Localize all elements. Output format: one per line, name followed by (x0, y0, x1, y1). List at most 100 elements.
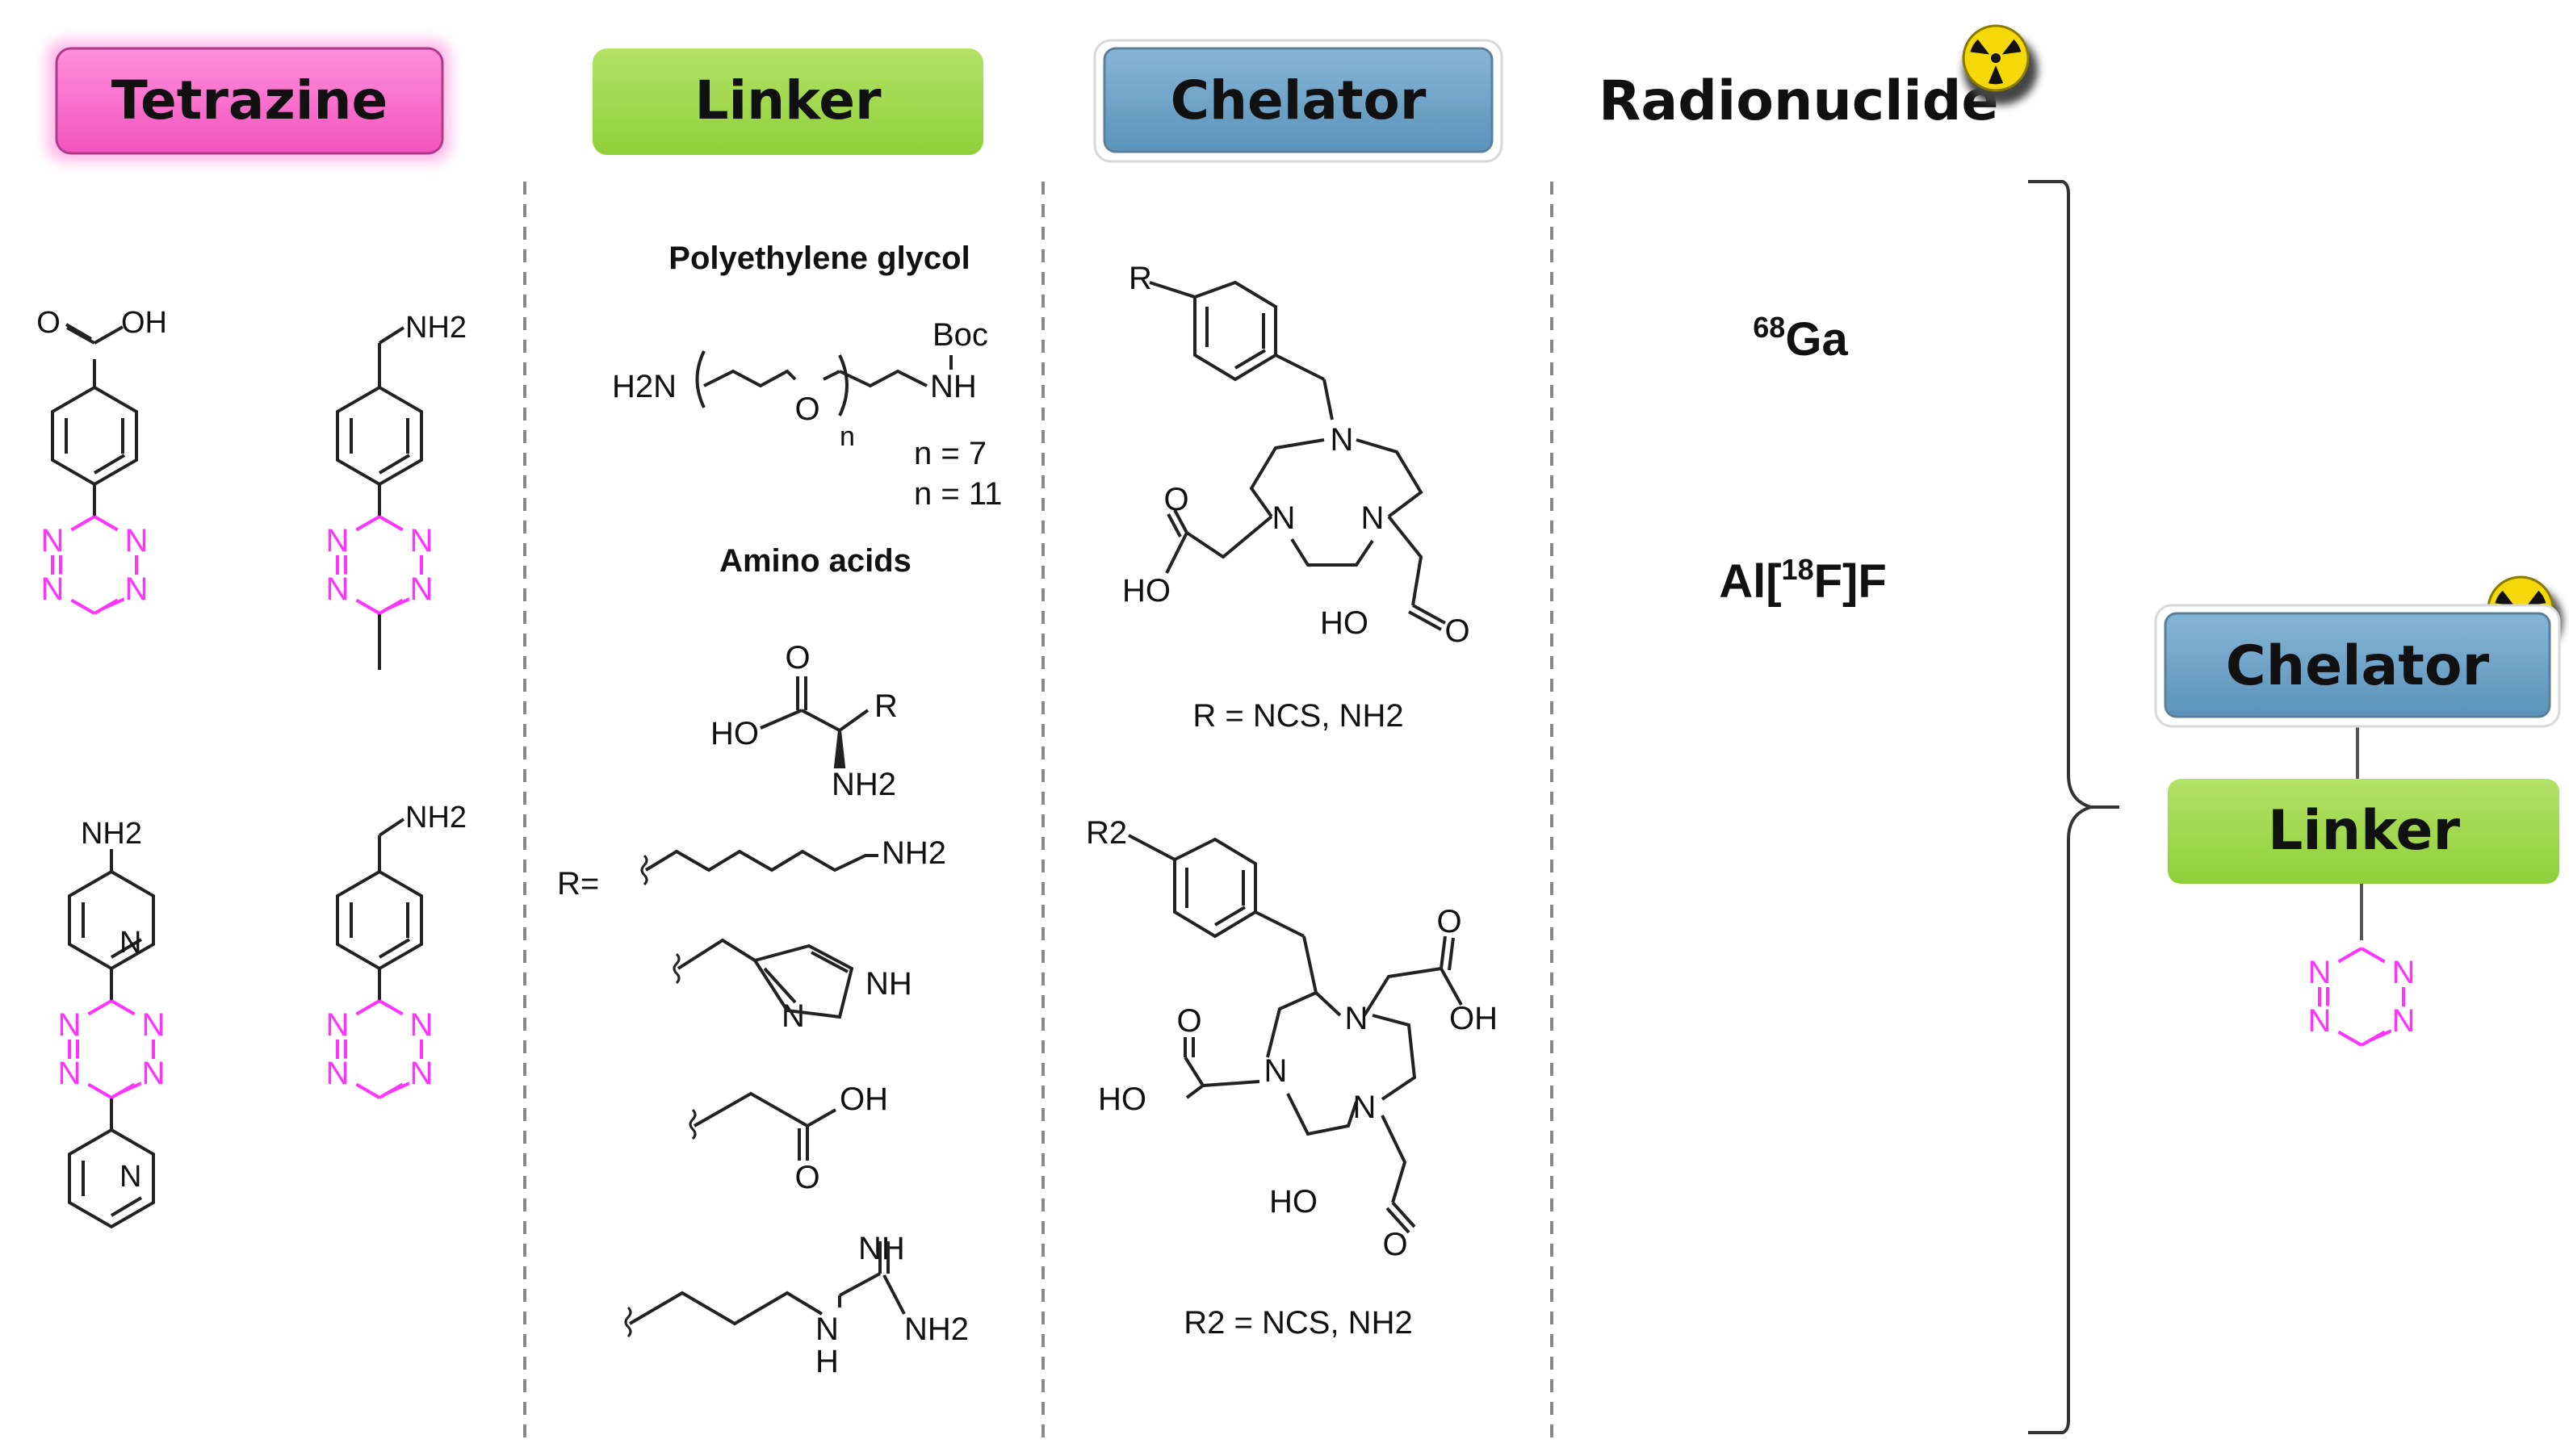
tetrazine-nitrogen-label: N (2308, 955, 2332, 990)
nota-o2: O (1444, 613, 1469, 649)
radionuclide-list: 68Ga Al[18F]F (1719, 311, 1887, 608)
tetrazine-header-label: Tetrazine (111, 69, 388, 132)
arg-n: N (815, 1312, 839, 1347)
tetrazine-nitrogen-label: N (2392, 1003, 2416, 1039)
nota-n-right: N (1361, 500, 1385, 536)
tetrazine-header: Tetrazine (47, 40, 451, 161)
dota-oh1: OH (1449, 1001, 1498, 1036)
s1-carbonyl-o: O (36, 306, 61, 340)
ga68-label: 68Ga (1753, 311, 1848, 366)
tetrazine-bond (87, 999, 112, 1016)
tetrazine-bond (355, 1082, 380, 1099)
dota-o1: O (1436, 904, 1461, 939)
tetrazine-bond (94, 515, 119, 532)
tetrazine-bond (102, 596, 129, 610)
nota-r: R (1129, 261, 1152, 296)
peg-n11: n = 11 (914, 476, 1002, 512)
tetrazine-bond (2361, 947, 2386, 964)
tetrazine-bond (387, 596, 414, 610)
tetrazine-nitrogen-label: N (58, 1056, 82, 1091)
dota-caption: R2 = NCS, NH2 (1184, 1305, 1412, 1341)
tetrazine-nitrogen-label: N (410, 523, 434, 559)
linker-header-label: Linker (694, 69, 882, 132)
aa-ho: HO (710, 716, 759, 751)
tetrazine-nitrogen-label: N (125, 523, 149, 559)
s4-nh2: NH2 (405, 801, 467, 835)
tetrazine-bond (111, 999, 136, 1016)
s2-nh2: NH2 (405, 311, 467, 345)
dota-n-1: N (1345, 1001, 1368, 1036)
tetrazine-nitrogen-label: N (410, 1007, 434, 1043)
nota-ho2: HO (1320, 605, 1368, 641)
chelator-header: Chelator (1093, 39, 1503, 163)
tetrazine-bond (70, 515, 95, 532)
tetrazine-bond (379, 999, 404, 1016)
linker-labels: Polyethylene glycol H2N O n Boc NH n = 7… (557, 241, 1002, 1379)
tetrazine-nitrogen-label: N (142, 1056, 166, 1091)
tetrazine-nitrogen-label: N (2392, 955, 2416, 990)
tetrazine-nitrogen-label: N (326, 571, 350, 607)
arg-h: H (815, 1344, 839, 1379)
tetrazine-bond (2369, 1027, 2396, 1042)
nota-o1: O (1163, 482, 1188, 517)
dota-r2: R2 (1086, 815, 1127, 851)
peg-n7: n = 7 (914, 436, 987, 471)
dota-n-2: N (1264, 1053, 1288, 1089)
summary-linker-box (2168, 779, 2559, 884)
summary-linker-label: Linker (2268, 799, 2461, 863)
column-dividers (523, 182, 1553, 1445)
s3-py-n-bottom: N (119, 1160, 141, 1194)
r-eq: R= (557, 866, 599, 902)
nota-ho1: HO (1122, 573, 1171, 609)
dota-o2: O (1176, 1003, 1201, 1039)
tetrazine-bond (119, 1080, 146, 1094)
tetrazine-nitrogen-label: N (2308, 1003, 2332, 1039)
tetrazine-nitrogen-label: N (326, 1056, 350, 1091)
tetrazine-nitrogen-label: N (326, 523, 350, 559)
tetrazine-bond (87, 1082, 112, 1099)
tetrazine-nitrogen-label: N (326, 1007, 350, 1043)
tetrazine-nitrogen-label: N (41, 523, 65, 559)
tetrazine-bond (70, 598, 95, 615)
tetrazine-bond (387, 1080, 414, 1094)
al18f-label: Al[18F]F (1719, 553, 1887, 608)
aa-o: O (785, 640, 810, 676)
dota-o3: O (1382, 1227, 1407, 1262)
linker-bonds (624, 350, 953, 1338)
peg-title: Polyethylene glycol (668, 241, 970, 276)
peg-boc: Boc (932, 317, 988, 353)
tetrazine-bond (355, 999, 380, 1016)
tetrazine-nitrogen-label: N (41, 571, 65, 607)
peg-o: O (794, 391, 819, 427)
asp-oh: OH (840, 1082, 888, 1117)
dota-ho3: HO (1269, 1184, 1318, 1220)
asp-o: O (794, 1160, 819, 1195)
tetrazine-nitrogen-label: N (125, 571, 149, 607)
tetrazine-bond (355, 515, 380, 532)
summary-chelator-label: Chelator (2226, 634, 2490, 698)
radiation-hazard-icon (1962, 24, 2038, 105)
tetrazine-nitrogen-label: N (142, 1007, 166, 1043)
peg-h2n: H2N (612, 369, 677, 404)
chelator-header-label: Chelator (1171, 69, 1427, 132)
s3-nh2: NH2 (81, 817, 142, 851)
tetrazine-bond (355, 598, 380, 615)
nota-n-left: N (1272, 500, 1296, 536)
chelator-labels: R N N N O HO HO O R = NCS, NH2 R2 N N N … (1086, 261, 1498, 1341)
linker-header: Linker (593, 48, 983, 155)
tetrazine-labels: O OH NH2 NH2 N N NH2 (36, 306, 467, 1194)
peg-nh: NH (930, 369, 977, 404)
ga68-symbol: Ga (1785, 313, 1848, 366)
peg-n: n (840, 421, 855, 452)
al18f-prefix: Al[ (1719, 555, 1781, 608)
nota-n-top: N (1331, 422, 1354, 458)
tetrazine-nitrogen-label: N (410, 1056, 434, 1091)
summary-conjugate: Chelator Linker (2154, 604, 2561, 940)
